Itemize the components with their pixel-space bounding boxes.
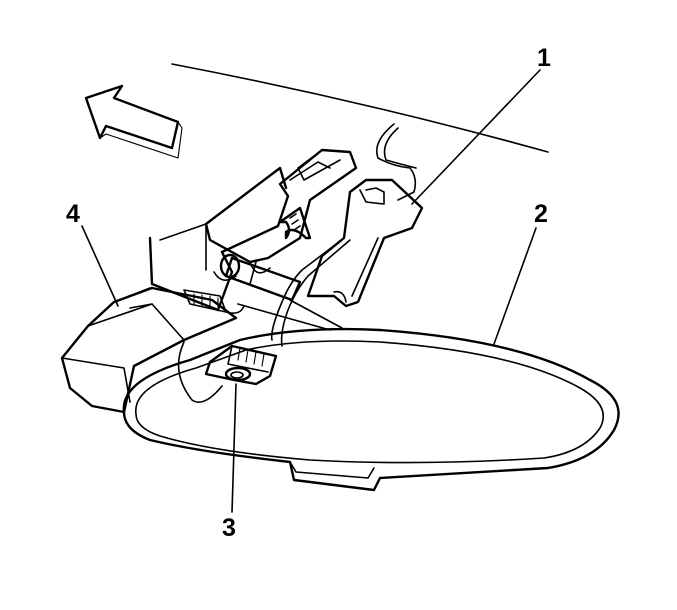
cover-item-4: [60, 286, 245, 414]
callout-4: 4: [66, 200, 80, 228]
leader-line-1: [411, 69, 541, 205]
callout-2: 2: [534, 200, 548, 228]
electrical-connector-item-3: [204, 344, 278, 386]
mirror-item-2: [122, 327, 620, 492]
direction-arrow-icon: [84, 84, 183, 159]
wiring-harness: [270, 123, 417, 347]
bracket-item-1: [306, 178, 424, 308]
callout-1: 1: [537, 44, 551, 72]
callout-3: 3: [222, 514, 236, 542]
leader-line-4: [81, 225, 119, 307]
mirror-support-bracket: [148, 148, 358, 312]
mirror-stem: [219, 253, 343, 331]
leader-line-2: [493, 227, 537, 345]
lift-arrow-icon: [278, 206, 312, 240]
leader-line-3: [231, 383, 237, 513]
windshield-line: [171, 63, 549, 153]
